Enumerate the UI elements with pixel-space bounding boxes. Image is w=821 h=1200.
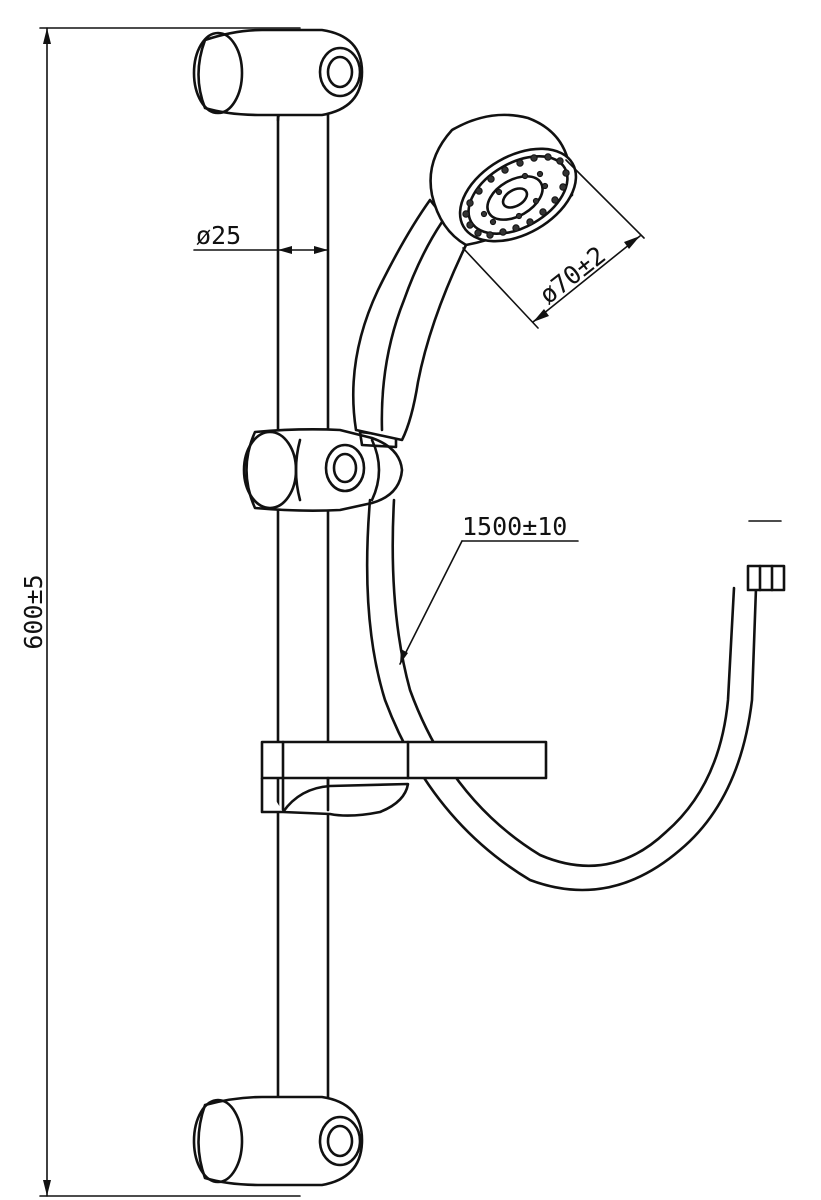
- top-wall-bracket: [192, 28, 364, 117]
- overall-length-label: 600±5: [19, 574, 48, 649]
- bar-diameter-label: ø25: [196, 221, 241, 250]
- spray-nozzles: [462, 153, 570, 239]
- hose-length-dimension: 1500±10: [399, 512, 579, 665]
- head-diameter-label: ø70±2: [534, 241, 611, 310]
- sliding-holder: [242, 428, 404, 512]
- soap-dish: [260, 740, 548, 817]
- overall-length-dimension: 600±5: [19, 27, 301, 1197]
- bar-diameter-dimension: ø25: [193, 221, 329, 254]
- hose-length-label: 1500±10: [462, 512, 567, 541]
- hand-shower: [351, 113, 578, 442]
- shower-hose: [365, 498, 786, 892]
- slide-bar: [276, 108, 330, 1107]
- bottom-wall-bracket: [192, 1095, 364, 1187]
